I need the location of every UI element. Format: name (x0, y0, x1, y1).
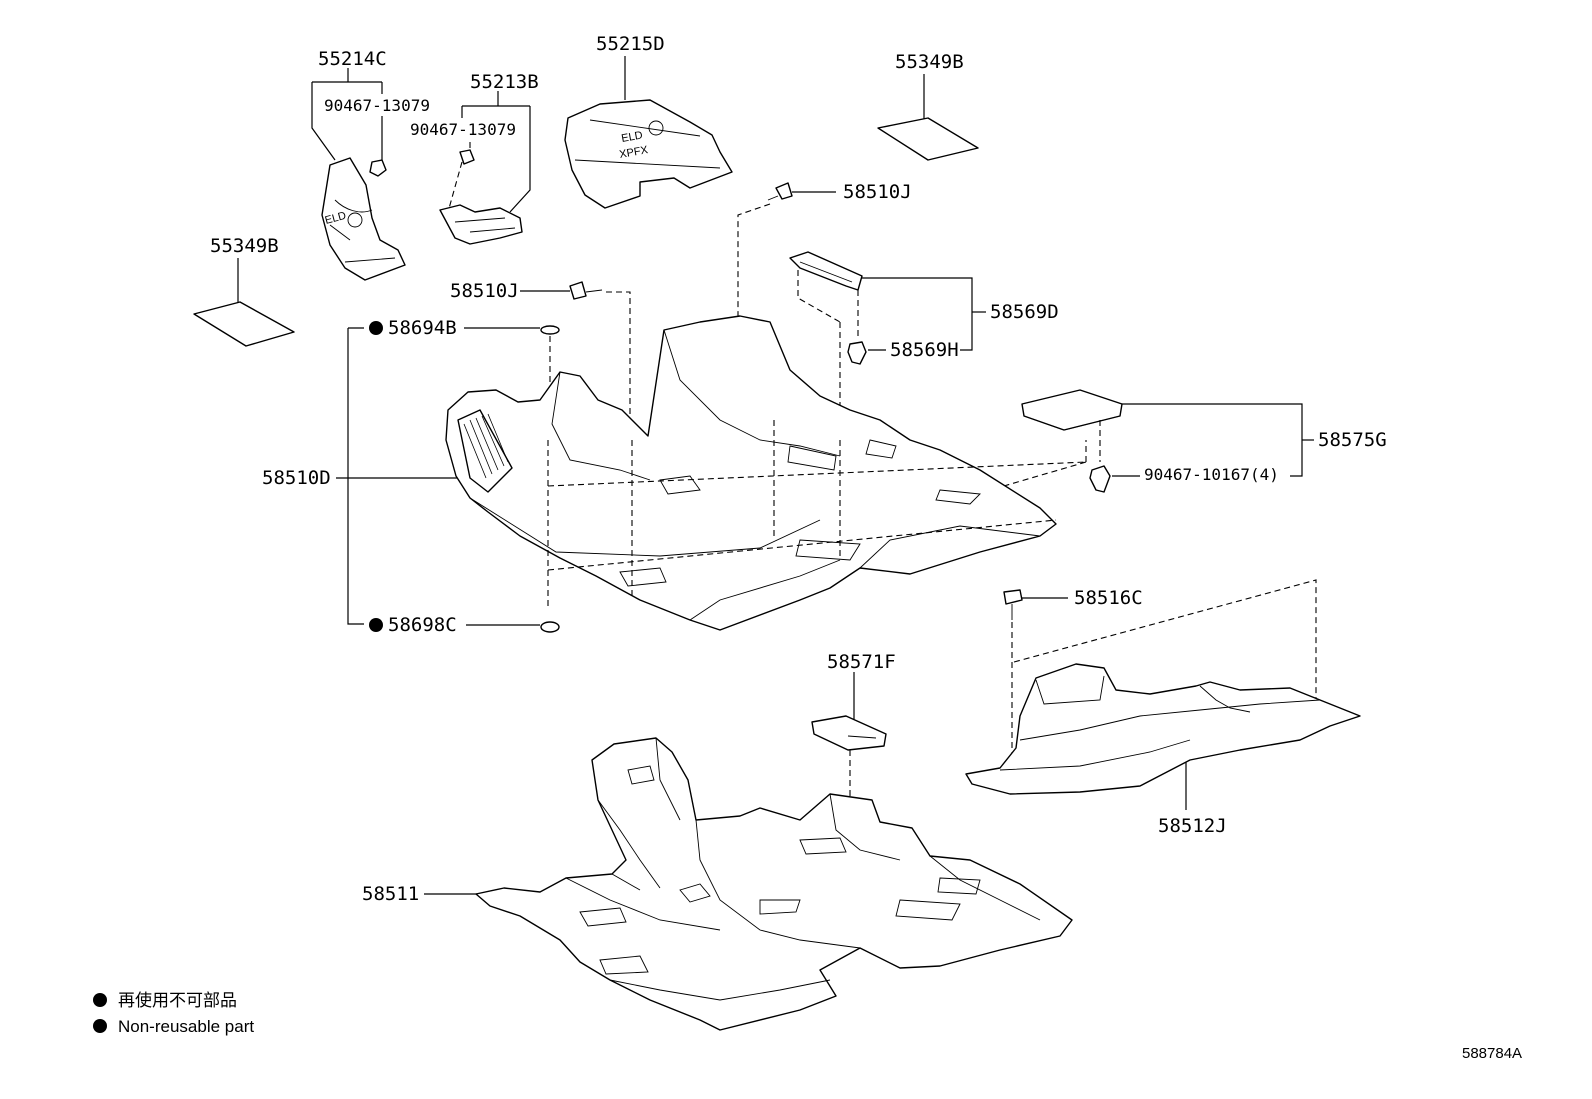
callout-55349B-left: 55349B (210, 235, 279, 304)
part-label-90467-10167: 90467-10167(4) (1144, 465, 1279, 484)
part-label-55214C: 55214C (318, 48, 387, 70)
callout-58516C: 58516C (1003, 579, 1317, 780)
part-label-58516C: 58516C (1074, 587, 1143, 609)
part-55349B-top-drawing (877, 117, 979, 161)
part-58510D-drawing (445, 315, 1057, 631)
part-58512J-drawing (965, 663, 1361, 795)
svg-text:XPFX: XPFX (618, 144, 649, 161)
callout-58575G: 58575G 90467-10167(4) (859, 389, 1387, 529)
legend-dot-en (93, 1019, 107, 1033)
part-55215D-drawing: ELD XPFX (564, 99, 733, 209)
callout-58698C: 58698C (369, 614, 560, 636)
screw-58516C (1003, 589, 1023, 605)
callout-55215D: 55215D (596, 33, 665, 100)
non-reusable-dot-58698C (369, 618, 383, 632)
part-label-58698C: 58698C (388, 614, 457, 636)
diagram-reference-code: 588784A (1462, 1045, 1522, 1062)
part-58571F-drawing (811, 715, 887, 751)
callout-58510D: 58510D (262, 327, 462, 625)
non-reusable-dot-58694B (369, 321, 383, 335)
legend-dot-jp (93, 993, 107, 1007)
part-label-58569D: 58569D (990, 301, 1059, 323)
callout-58511: 58511 (362, 883, 482, 905)
part-label-58512J: 58512J (1158, 815, 1227, 837)
clip-58569H (847, 341, 867, 365)
part-label-58510J-top: 58510J (843, 181, 912, 203)
legend-text-en: Non-reusable part (118, 1017, 254, 1036)
callout-58510J-mid: 58510J (450, 280, 631, 440)
screw-58510J-top (775, 182, 793, 200)
svg-text:ELD: ELD (324, 210, 348, 227)
part-55213B-drawing (439, 149, 523, 245)
part-58575G-drawing (1021, 389, 1123, 431)
part-label-55213B: 55213B (470, 71, 539, 93)
part-label-58511: 58511 (362, 883, 419, 905)
svg-text:ELD: ELD (620, 129, 643, 145)
part-label-90467-13079-a: 90467-13079 (324, 96, 430, 115)
part-58569D-drawing (789, 251, 863, 291)
part-label-58571F: 58571F (827, 651, 896, 673)
part-label-58569H: 58569H (890, 339, 959, 361)
callout-58571F: 58571F (811, 651, 896, 838)
legend: 再使用不可部品 Non-reusable part (93, 990, 254, 1036)
part-58511-drawing (475, 737, 1073, 1031)
part-label-55349B-top: 55349B (895, 51, 964, 73)
part-label-58575G: 58575G (1318, 429, 1387, 451)
part-label-55349B-left: 55349B (210, 235, 279, 257)
part-label-55215D: 55215D (596, 33, 665, 55)
callout-58512J: 58512J (1158, 762, 1227, 837)
part-55349B-left-drawing (193, 301, 295, 347)
callout-55213B: 55213B 90467-13079 (410, 71, 539, 213)
part-label-58510D: 58510D (262, 467, 331, 489)
part-label-90467-13079-b: 90467-13079 (410, 120, 516, 139)
part-label-58510J-mid: 58510J (450, 280, 519, 302)
callout-58569D: 58569D 58569H (789, 251, 1059, 440)
clip-90467-10167 (1089, 465, 1111, 493)
clip-90467-13079-a (369, 159, 387, 177)
screw-58510J-mid (569, 281, 587, 300)
callout-58510J-top: 58510J (737, 181, 912, 448)
legend-text-jp: 再使用不可部品 (118, 990, 237, 1010)
part-55214C-drawing: ELD (321, 157, 406, 281)
callout-55349B-top: 55349B (895, 51, 964, 120)
part-label-58694B: 58694B (388, 317, 457, 339)
callout-55214C: 55214C 90467-13079 (311, 48, 430, 161)
